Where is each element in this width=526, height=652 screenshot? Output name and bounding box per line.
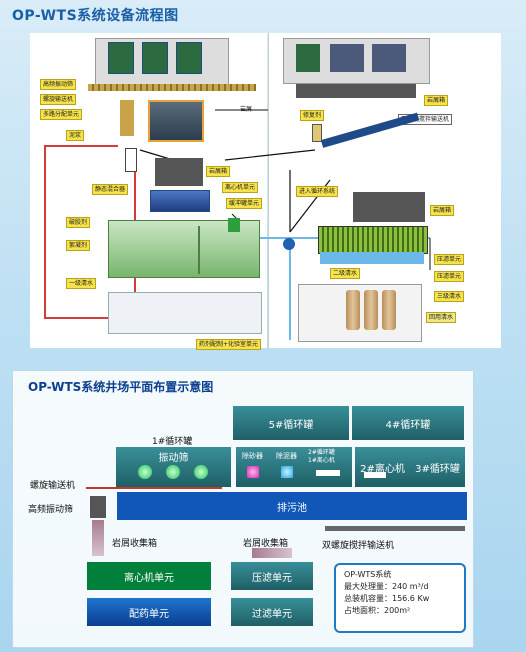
label-centrifuge: 离心机单元 <box>222 182 259 193</box>
repair-agent-tank <box>312 124 322 142</box>
cuttings-box-1 <box>155 158 203 186</box>
label-screw-conveyor-layout: 螺旋输送机 <box>30 481 76 491</box>
label-static-mixer: 静态混合器 <box>92 184 129 195</box>
label-coagulant: 絮凝剂 <box>66 240 91 251</box>
label-distributor: 多路分配单元 <box>40 109 83 120</box>
filter-press-unit: 压滤单元 <box>231 562 313 590</box>
label-filter-press: 压滤单元 <box>434 254 465 265</box>
shaker-unit-1 <box>108 42 134 74</box>
cuttings-hopper <box>120 100 134 136</box>
label-mud: 泥浆 <box>66 130 85 141</box>
filter-vessel-3 <box>382 290 396 330</box>
screw-conveyor-bar <box>88 84 256 91</box>
press-unit-1 <box>296 44 320 72</box>
desander-label: 除砂器 <box>242 452 263 460</box>
info-capacity: 最大处理量：240 m³/d <box>344 582 429 591</box>
filter-press-tank <box>320 252 424 264</box>
cuttings-box-2 <box>296 84 416 98</box>
filter-unit-container <box>298 284 422 342</box>
label-cuttings-box-2: 岩屑箱 <box>424 95 449 106</box>
tank3-label: 3#循环罐 <box>415 463 460 475</box>
filter-vessel-2 <box>364 290 378 330</box>
sewage-pool: 排污池 <box>117 492 467 520</box>
label-twin-screw-layout: 双螺旋搅拌输送机 <box>322 541 395 551</box>
tank-5: 5#循环罐 <box>233 406 349 440</box>
label-buffer-tank: 缓冲罐单元 <box>226 198 263 209</box>
dosing-unit: 配药单元 <box>87 598 211 626</box>
label-tank-1: 1#循环罐 <box>152 437 193 447</box>
centrifuge1-indicator <box>316 470 340 476</box>
cuttings-box-right-bar <box>252 548 292 558</box>
label-dosing: 药剂配制+化验室单元 <box>196 339 262 350</box>
label-cuttings-box-right: 岩屑收集箱 <box>243 539 289 549</box>
label-hf-screen: 高频振动筛 <box>40 79 77 90</box>
label-reuse-water: 回用清水 <box>426 312 457 323</box>
tank2-centrifuge-label: 2#循环罐 1#离心机 <box>308 449 335 464</box>
layout-title: OP-WTS系统井场平面布置示意图 <box>28 380 214 394</box>
tank-4: 4#循环罐 <box>352 406 464 440</box>
label-to-circulation: 进入循环系统 <box>296 186 339 197</box>
shaker-label: 振动筛 <box>158 453 189 464</box>
centrifuge2-label: 2#离心机 <box>360 463 405 475</box>
label-clear-water-1: 一级清水 <box>66 278 97 289</box>
shaker-light-3 <box>194 465 208 479</box>
shaker-light-1 <box>138 465 152 479</box>
screw-conveyor-line <box>86 487 222 489</box>
info-power: 总装机容量：156.6 Kw <box>344 594 430 603</box>
distributor-unit <box>148 100 204 142</box>
tank-3-area: 2#离心机 3#循环罐 <box>355 447 465 487</box>
cuttings-box-left-bar <box>92 520 104 556</box>
shaker-unit-2 <box>142 42 168 74</box>
layout-section: OP-WTS系统井场平面布置示意图 5#循环罐 4#循环罐 1#循环罐 振动筛 … <box>0 366 526 652</box>
dosing-container <box>108 292 262 334</box>
desander-indicator <box>247 466 259 478</box>
label-filter-unit: 压滤单元 <box>434 271 465 282</box>
twin-screw-bar <box>325 526 465 531</box>
info-area: 占地面积：200m² <box>344 606 411 615</box>
hf-screen-block <box>90 496 106 518</box>
label-screw-conveyor: 螺旋输送机 <box>40 94 77 105</box>
label-clear-water-3: 三级清水 <box>434 291 465 302</box>
cuttings-line-label: 岩屑 <box>240 106 253 113</box>
page-title: OP-WTS系统设备流程图 <box>12 8 179 24</box>
label-clear-water-2: 二级清水 <box>330 268 361 279</box>
filter-press-machine <box>318 226 428 254</box>
centrifuge2-indicator <box>364 472 386 478</box>
shaker-light-2 <box>166 465 180 479</box>
label-cuttings-box-left: 岩屑收集箱 <box>112 539 158 549</box>
tank-1-area: 振动筛 <box>116 447 231 487</box>
filter-vessel-1 <box>346 290 360 330</box>
centrifuge-machine <box>150 190 210 212</box>
buffer-tank-green <box>228 218 240 232</box>
desilter-label: 除泥器 <box>276 452 297 460</box>
label-cuttings-box-1: 岩屑箱 <box>206 166 231 177</box>
shaker-unit-3 <box>176 42 202 74</box>
label-cuttings-box-3: 岩屑箱 <box>430 205 455 216</box>
static-mixer <box>125 148 137 172</box>
cuttings-box-3 <box>353 192 425 222</box>
press-unit-3 <box>372 44 406 72</box>
filter-unit: 过滤单元 <box>231 598 313 626</box>
system-info-box: OP-WTS系统 最大处理量：240 m³/d 总装机容量：156.6 Kw 占… <box>334 563 466 633</box>
centrifuge-unit: 离心机单元 <box>87 562 211 590</box>
press-unit-2 <box>330 44 364 72</box>
label-flocculant: 破胶剂 <box>66 217 91 228</box>
label-hf-screen-layout: 高频振动筛 <box>28 505 74 515</box>
label-repair-agent: 修复剂 <box>300 110 325 121</box>
desilter-indicator <box>281 466 293 478</box>
info-name: OP-WTS系统 <box>344 570 392 579</box>
tank-divider <box>198 226 200 274</box>
